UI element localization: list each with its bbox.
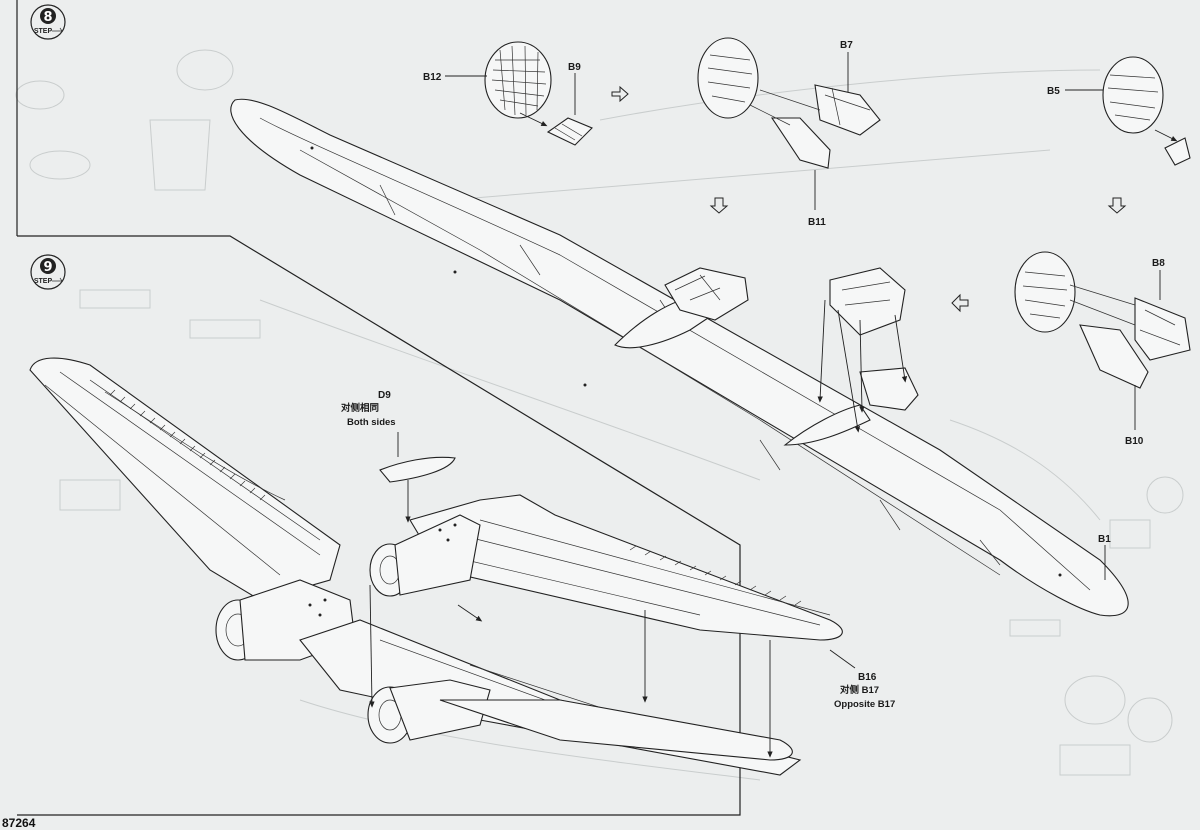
label-b11: B11 [808, 217, 826, 228]
label-d9-cn: 对侧相同 [341, 402, 379, 414]
step-9-number: 9 [43, 260, 52, 275]
bulkhead-b5 [1102, 56, 1191, 166]
step-8-badge: 8 STEP [30, 4, 66, 40]
bulkhead-installed [817, 267, 908, 433]
label-b5: B5 [1047, 86, 1060, 97]
step-8-caption: STEP [34, 28, 53, 35]
label-b1: B1 [1098, 534, 1111, 545]
step-9-caption: STEP [34, 278, 53, 285]
bulkhead-assembly-top [697, 37, 881, 169]
part-d9 [379, 432, 456, 523]
label-b12: B12 [423, 72, 442, 83]
label-b16-cn: 对侧 B17 [840, 684, 879, 696]
label-leaders [445, 52, 1161, 669]
part-b9 [546, 73, 593, 146]
label-b8: B8 [1152, 258, 1165, 269]
label-b7: B7 [840, 40, 853, 51]
label-b16: B16 [858, 672, 877, 683]
wing-assembly [29, 357, 843, 776]
flow-arrow-icon [709, 197, 729, 214]
page-number: 87264 [2, 816, 36, 830]
flow-arrow-icon [611, 85, 629, 103]
flow-arrow-icon [951, 293, 969, 313]
bleed-through-background [15, 49, 1184, 781]
step-divider [16, 0, 741, 816]
flow-arrow-icon [1107, 197, 1127, 214]
assembly-arrows [369, 584, 773, 758]
label-b16-en: Opposite B17 [834, 699, 895, 710]
fuselage-half-b1 [230, 98, 1129, 617]
part-labels: B12 B9 B7 B11 B5 B8 B10 B1 D9 对侧相同 Both … [341, 40, 1165, 710]
label-d9: D9 [378, 390, 391, 401]
label-b10: B10 [1125, 436, 1144, 447]
step-8-number: 8 [43, 10, 52, 25]
flow-arrow-icon [52, 277, 63, 285]
label-b9: B9 [568, 62, 581, 73]
label-d9-en: Both sides [347, 417, 396, 428]
step-9-badge: 9 STEP [30, 254, 66, 290]
bulkhead-assembly-right [1014, 251, 1191, 389]
bulkhead-b12 [484, 41, 552, 119]
flow-arrow-icon [52, 27, 63, 35]
